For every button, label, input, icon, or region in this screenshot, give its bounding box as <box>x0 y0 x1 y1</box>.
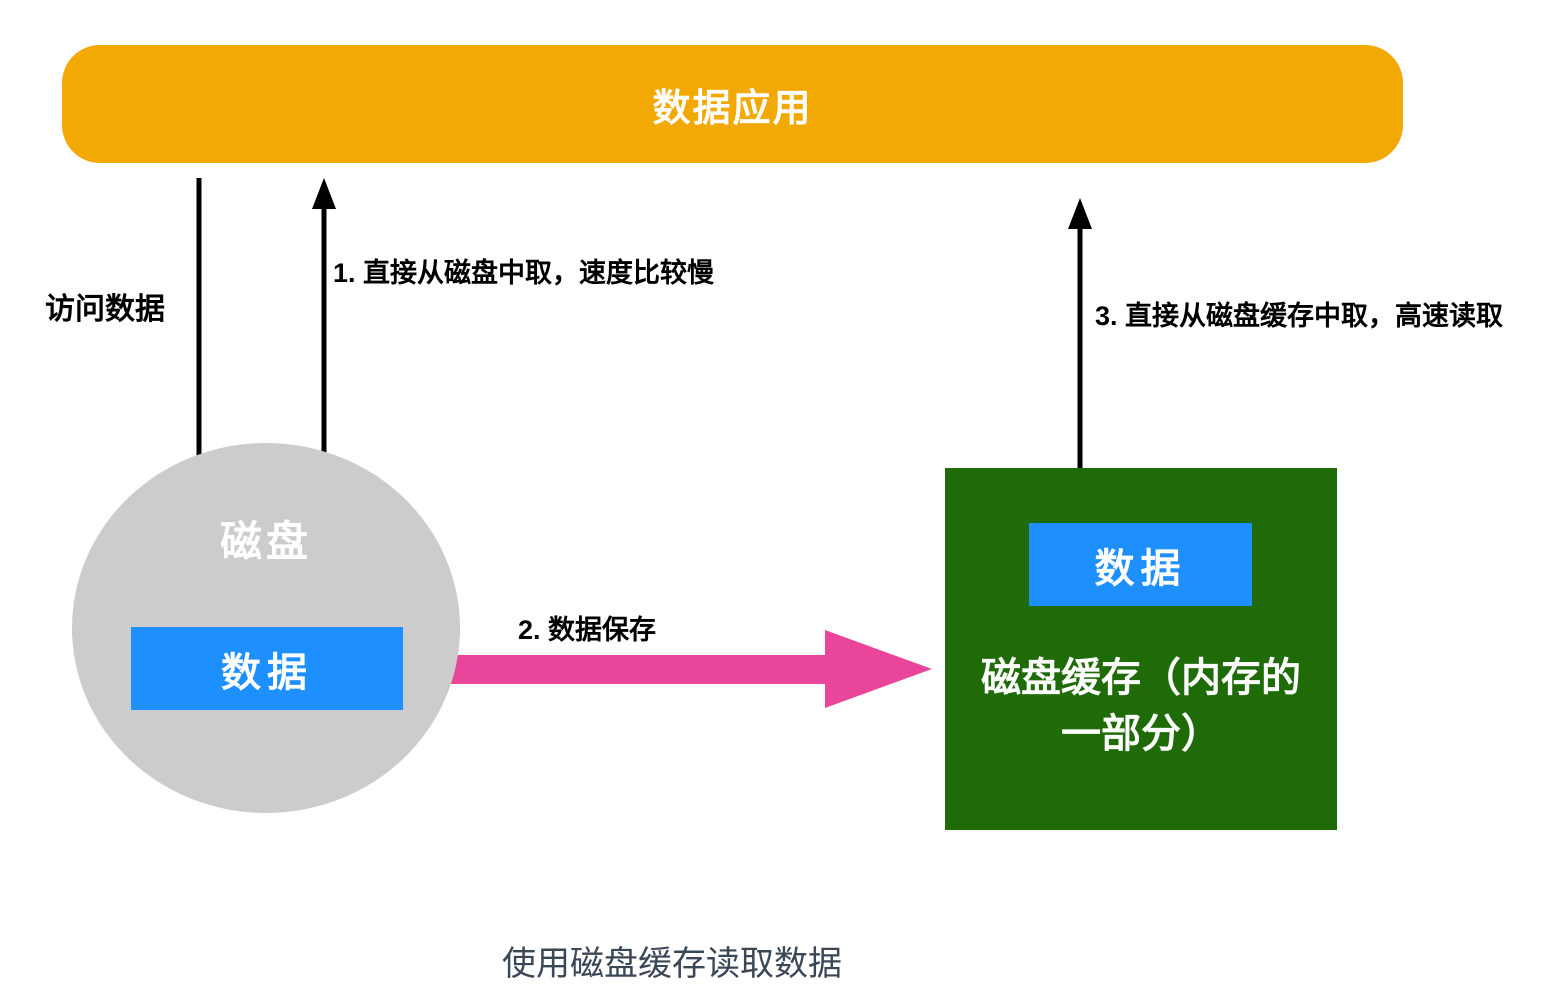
step1-label: 1. 直接从磁盘中取，速度比较慢 <box>333 258 715 288</box>
access-data-label: 访问数据 <box>45 293 165 326</box>
step3-label: 3. 直接从磁盘缓存中取，高速读取 <box>1095 301 1504 331</box>
disk-data-box: 数据 <box>131 627 403 710</box>
cache-data-box: 数据 <box>1029 523 1252 606</box>
disk-node: 磁盘 数据 <box>72 443 460 813</box>
save-data-arrow <box>413 630 932 708</box>
diagram-caption: 使用磁盘缓存读取数据 <box>502 945 842 983</box>
app-node: 数据应用 <box>62 45 1403 163</box>
step2-label: 2. 数据保存 <box>518 615 657 645</box>
cache-node-label: 磁盘缓存（内存的一部分） <box>981 656 1301 756</box>
cache-node: 数据 磁盘缓存（内存的一部分） <box>945 468 1337 830</box>
disk-node-label: 磁盘 <box>219 518 312 565</box>
app-node-label: 数据应用 <box>652 87 813 130</box>
